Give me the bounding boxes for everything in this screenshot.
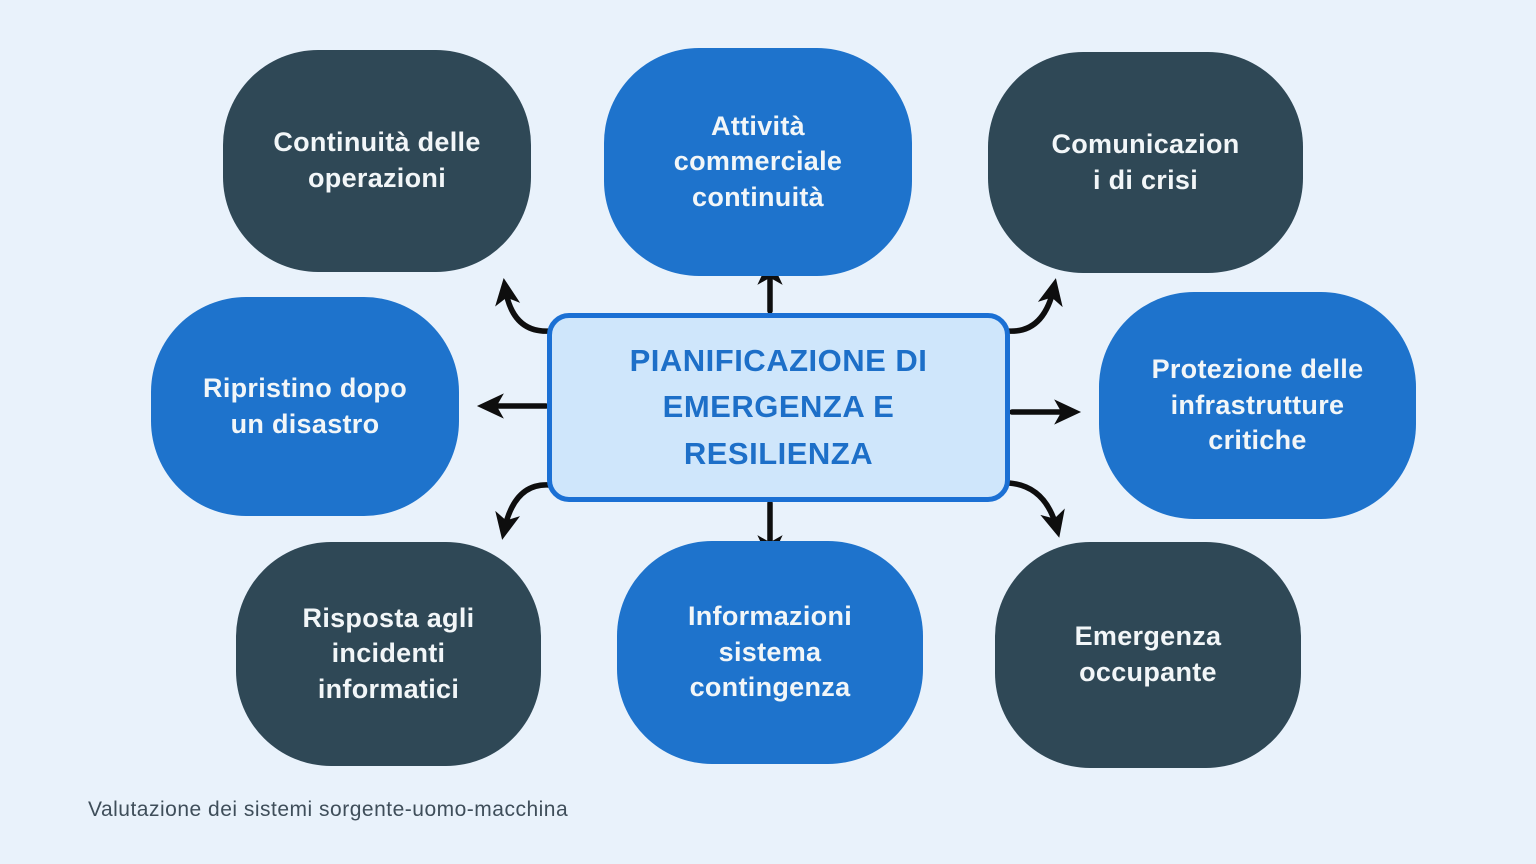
node-continuita-operazioni: Continuità delle operazioni <box>223 50 531 272</box>
arrow-curve-bottom-right-icon <box>1006 480 1065 538</box>
node-attivita-commerciale: Attività commerciale continuità <box>604 48 912 276</box>
node-informazioni-contingenza: Informazioni sistema contingenza <box>617 541 923 764</box>
node-emergenza-occupante: Emergenza occupante <box>995 542 1301 768</box>
node-ripristino-disastro: Ripristino dopo un disastro <box>151 297 459 516</box>
node-comunicazioni-di-crisi: Comunicazion i di crisi <box>988 52 1303 273</box>
center-title-box: PIANIFICAZIONE DI EMERGENZA E RESILIENZA <box>547 313 1010 502</box>
arrow-curve-top-left-icon <box>495 278 554 334</box>
arrow-curve-top-right-icon <box>1004 278 1063 334</box>
node-protezione-infrastrutture: Protezione delle infrastrutture critiche <box>1099 292 1416 519</box>
node-risposta-incidenti: Risposta agli incidenti informatici <box>236 542 541 766</box>
arrow-curve-bottom-left-icon <box>495 482 552 540</box>
footer-caption: Valutazione dei sistemi sorgente-uomo-ma… <box>88 798 569 821</box>
